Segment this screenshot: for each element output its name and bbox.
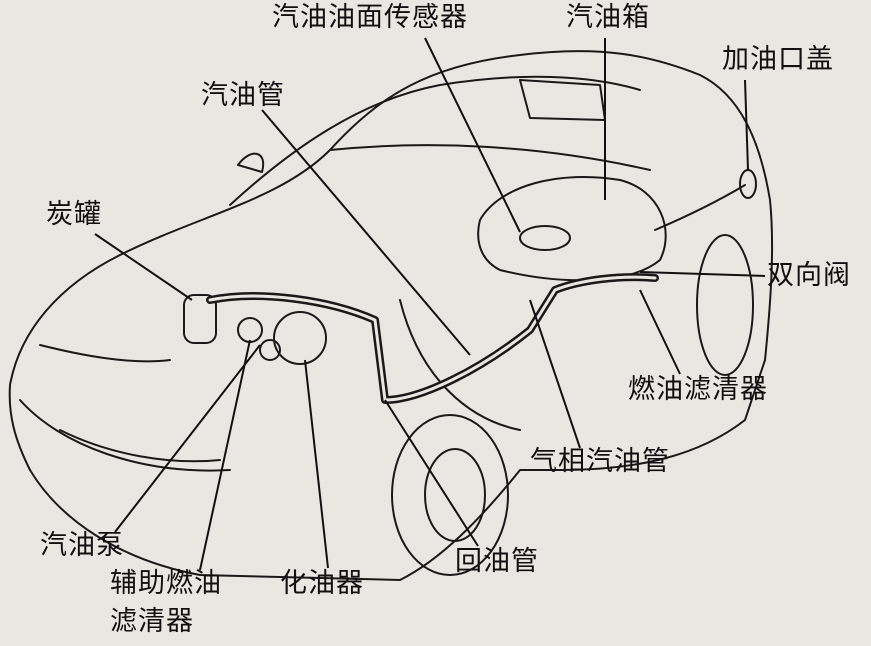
carburetor-shape [273, 311, 327, 365]
label-two-way-valve: 双向阀 [767, 260, 851, 291]
leader-return [384, 399, 479, 547]
fuel-line-inner [208, 275, 657, 402]
leader-pipe [261, 109, 471, 356]
label-carburetor: 化油器 [280, 568, 364, 599]
leader-valve [639, 271, 766, 277]
fuel-level-sensor-shape [519, 225, 571, 251]
roof-line [329, 144, 651, 171]
label-aux-filter-line2: 滤清器 [110, 606, 194, 637]
aux-filter-shape [237, 317, 263, 343]
leader-sensor [424, 37, 521, 233]
label-aux-filter-line1: 辅助燃油 [110, 568, 222, 599]
rear-wheel [696, 234, 754, 376]
headlight [39, 344, 171, 363]
leader-carb [304, 359, 329, 569]
leader-vapor [529, 299, 581, 449]
sunroof [519, 79, 606, 121]
label-charcoal-canister: 炭罐 [46, 199, 102, 230]
label-fuel-level-sensor: 汽油油面传感器 [272, 2, 468, 33]
label-fuel-pipe: 汽油管 [201, 80, 285, 111]
leader-cap [744, 79, 749, 171]
door-line [399, 299, 521, 431]
label-fuel-pump: 汽油泵 [40, 530, 124, 561]
front-bumper [19, 399, 231, 472]
label-fuel-filter: 燃油滤清器 [628, 374, 768, 405]
leader-pump [114, 344, 261, 533]
front-wheel-hub [424, 448, 486, 542]
filler-cap-shape [739, 169, 757, 199]
windshield-outline [229, 75, 641, 206]
leader-filter [639, 289, 681, 375]
car-body-outline [8, 50, 774, 581]
side-mirror [237, 152, 265, 173]
grille [59, 429, 221, 463]
label-vapor-pipe: 气相汽油管 [530, 446, 670, 477]
canister-shape [183, 294, 217, 344]
leader-aux [199, 339, 251, 571]
filler-neck [654, 184, 746, 231]
leader-canister [94, 233, 193, 301]
label-filler-cap: 加油口盖 [722, 44, 834, 75]
fuel-tank-shape [477, 176, 667, 282]
label-return-pipe: 回油管 [455, 546, 539, 577]
label-fuel-tank: 汽油箱 [566, 2, 650, 33]
pump-shape [259, 339, 281, 361]
front-wheel [391, 414, 509, 576]
